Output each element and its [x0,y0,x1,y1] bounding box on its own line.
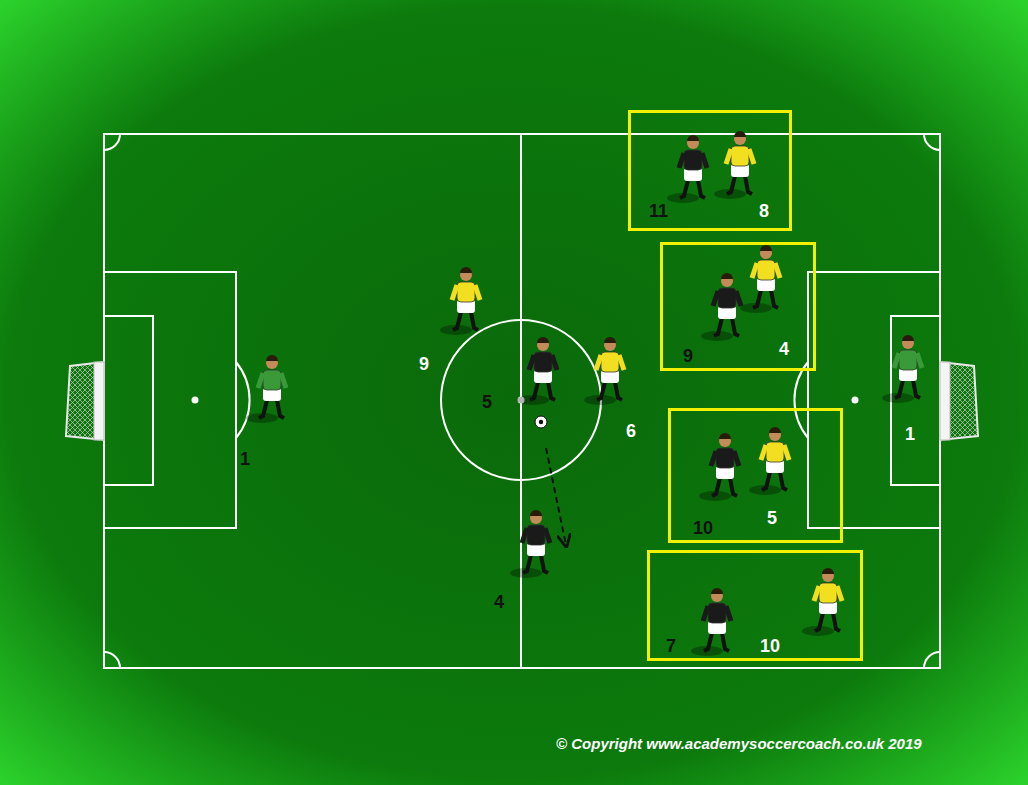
player-figure [714,131,754,199]
player-figure [667,135,707,203]
player-number: 5 [767,508,777,528]
player-number: 10 [693,518,713,538]
player-figure [584,337,624,405]
player-number: 4 [494,592,504,612]
player-number: 6 [626,421,636,441]
pass-arrow [546,448,566,545]
ball [535,416,547,428]
player-number: 11 [649,201,668,221]
player-figure [802,568,842,636]
player-figure [246,355,286,423]
marking-box: 7 10 [647,550,863,661]
marking-box: 11 8 [628,110,792,231]
player-figure [517,337,557,405]
players [246,131,922,656]
marking-box: 94 [660,242,816,371]
player-number: 4 [779,339,789,359]
player-number: 9 [683,346,693,366]
player-number: 8 [759,201,769,221]
player-number: 9 [419,354,429,374]
player-figure [882,335,922,403]
player-number: 7 [666,636,676,656]
player-number: 10 [760,636,780,656]
copyright-notice: © Copyright www.academysoccercoach.co.uk… [556,734,922,754]
player-figure [699,433,739,501]
player-figure [740,245,780,313]
pitch-lines [104,134,940,668]
player-figure [701,273,741,341]
player-number: 1 [240,449,250,469]
player-figure [510,510,550,578]
player-number: 5 [482,392,492,412]
player-figure [749,427,789,495]
player-figure [691,588,731,656]
player-figure [440,267,480,335]
marking-box: 10 5 [668,408,843,543]
player-number: 1 [905,424,915,444]
